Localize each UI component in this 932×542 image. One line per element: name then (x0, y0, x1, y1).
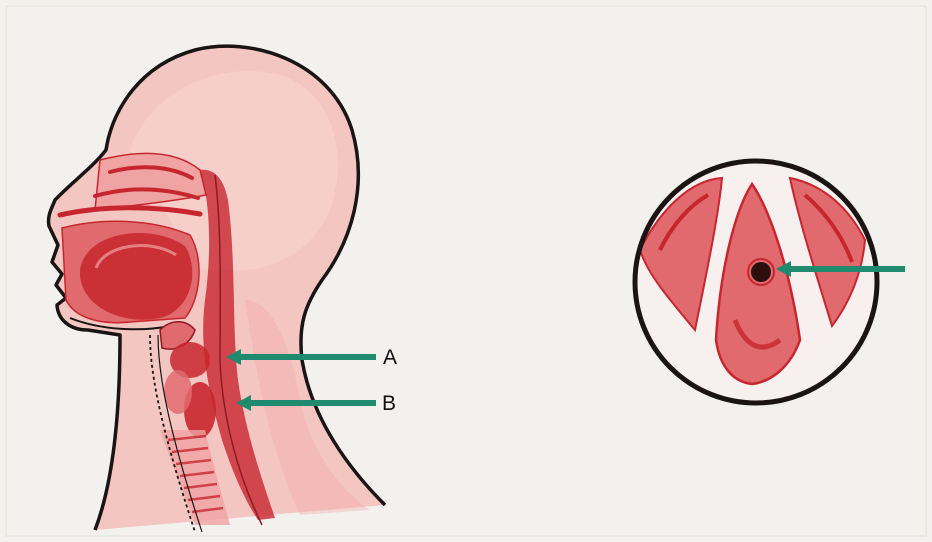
lesion (751, 262, 771, 282)
laryngoscopic-view (635, 161, 877, 403)
label-a: A (383, 347, 397, 368)
thyroid-cartilage (164, 370, 192, 414)
label-b: B (382, 393, 396, 414)
